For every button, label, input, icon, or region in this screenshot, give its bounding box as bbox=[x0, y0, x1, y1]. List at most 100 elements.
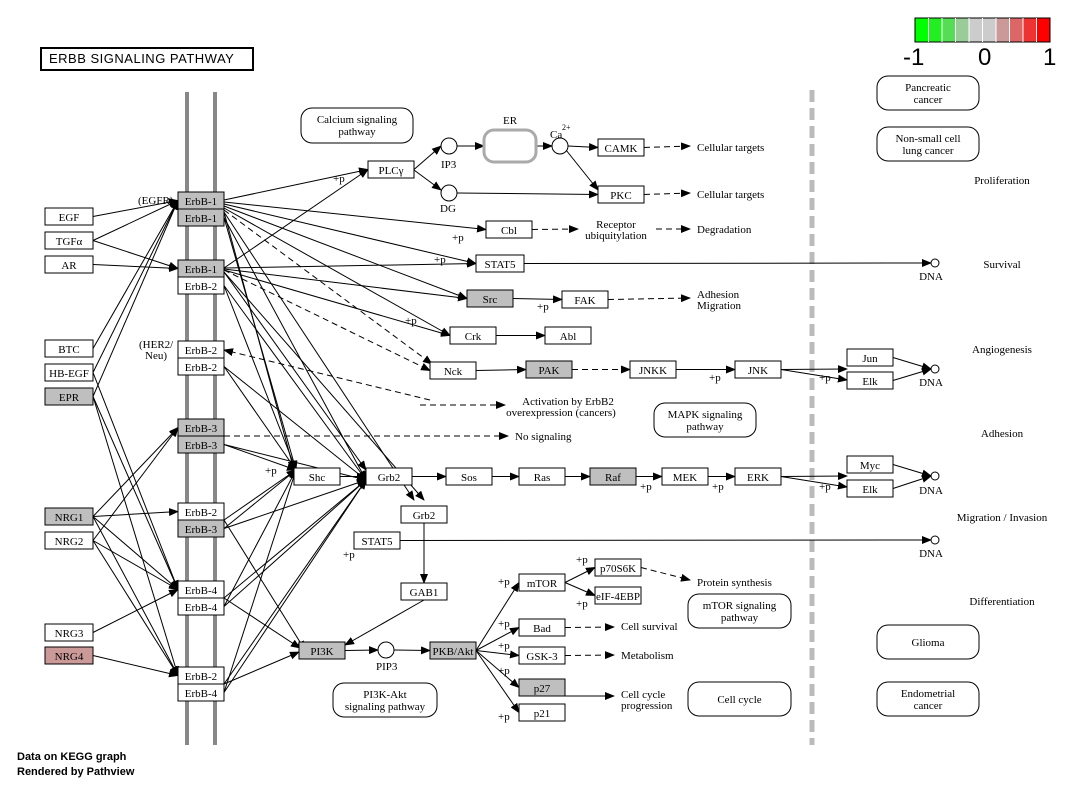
gene-node-PKB[interactable]: PKB/Akt bbox=[429, 641, 477, 660]
edge bbox=[92, 372, 179, 591]
gene-node-Abl[interactable]: Abl bbox=[544, 326, 592, 345]
outcome-label: Proliferation bbox=[974, 175, 1030, 187]
gene-node-TGFa[interactable]: TGFα bbox=[44, 231, 94, 250]
gene-node-Grb2a[interactable]: Grb2 bbox=[365, 467, 413, 486]
gene-node-eIF4EBP[interactable]: eIF-4EBP bbox=[594, 586, 642, 605]
gene-label: NRG1 bbox=[55, 512, 84, 524]
gene-node-R22a[interactable]: ErbB-2 bbox=[177, 340, 225, 359]
phosphorylation-label: +p bbox=[498, 665, 510, 677]
edge bbox=[223, 201, 487, 233]
gene-node-PAK[interactable]: PAK bbox=[525, 360, 573, 379]
legend-mid-label: 0 bbox=[978, 44, 992, 71]
gene-node-R12a[interactable]: ErbB-1 bbox=[177, 259, 225, 278]
gene-node-PKC[interactable]: PKC bbox=[597, 185, 645, 204]
gene-node-Myc[interactable]: Myc bbox=[846, 455, 894, 474]
gene-node-R12b[interactable]: ErbB-2 bbox=[177, 276, 225, 295]
edge bbox=[223, 209, 433, 365]
gene-label: Grb2 bbox=[378, 472, 401, 484]
gene-node-mTOR[interactable]: mTOR bbox=[518, 573, 566, 592]
edge bbox=[223, 366, 297, 471]
pathway-label: MAPK signaling bbox=[668, 409, 743, 421]
gene-node-Src[interactable]: Src bbox=[466, 289, 514, 308]
gene-node-JNKK[interactable]: JNKK bbox=[629, 360, 677, 379]
gene-node-Elk1[interactable]: Elk bbox=[846, 371, 894, 390]
gene-box bbox=[44, 387, 94, 406]
gene-node-Elk2[interactable]: Elk bbox=[846, 479, 894, 498]
gene-node-R23b[interactable]: ErbB-3 bbox=[177, 519, 225, 538]
edge bbox=[393, 646, 431, 655]
gene-node-EGF[interactable]: EGF bbox=[44, 207, 94, 226]
gene-label: ErbB-4 bbox=[185, 585, 218, 597]
gene-box bbox=[177, 208, 225, 227]
gene-node-GSK3[interactable]: GSK-3 bbox=[518, 646, 566, 665]
gene-node-STAT5a[interactable]: STAT5 bbox=[475, 254, 525, 273]
gene-node-Sos[interactable]: Sos bbox=[445, 467, 493, 486]
gene-node-HBEGF[interactable]: HB-EGF bbox=[44, 363, 94, 382]
gene-node-p70S6K[interactable]: p70S6K bbox=[594, 558, 642, 577]
gene-node-EPR[interactable]: EPR bbox=[44, 387, 94, 406]
gene-node-NRG4[interactable]: NRG4 bbox=[44, 646, 94, 665]
phosphorylation-label: +p bbox=[333, 173, 345, 185]
gene-node-CAMK[interactable]: CAMK bbox=[597, 138, 645, 157]
pathway-box bbox=[687, 593, 792, 629]
gene-node-NRG3[interactable]: NRG3 bbox=[44, 623, 94, 642]
pathway-label: lung cancer bbox=[903, 145, 954, 157]
edge bbox=[643, 142, 691, 151]
gene-node-R44b[interactable]: ErbB-4 bbox=[177, 597, 225, 616]
ubiquitylation-label: ubiquitylation bbox=[585, 230, 647, 242]
gene-node-NRG2[interactable]: NRG2 bbox=[44, 531, 94, 550]
gene-node-AR[interactable]: AR bbox=[44, 255, 94, 274]
gene-node-Raf[interactable]: Raf bbox=[589, 467, 637, 486]
gene-node-R23a[interactable]: ErbB-2 bbox=[177, 502, 225, 521]
gene-box bbox=[298, 641, 346, 660]
pathway-cellcycle[interactable]: Cell cycle bbox=[687, 681, 792, 717]
gene-box bbox=[400, 505, 448, 524]
gene-label: Src bbox=[483, 294, 498, 306]
gene-node-p21[interactable]: p21 bbox=[518, 703, 566, 722]
gene-node-PI3K[interactable]: PI3K bbox=[298, 641, 346, 660]
gene-node-Cbl[interactable]: Cbl bbox=[485, 220, 533, 239]
gene-label: Sos bbox=[461, 472, 477, 484]
pathway-box bbox=[653, 402, 757, 438]
gene-node-R11b[interactable]: ErbB-1 bbox=[177, 208, 225, 227]
gene-node-R33b[interactable]: ErbB-3 bbox=[177, 435, 225, 454]
gene-node-Nck[interactable]: Nck bbox=[429, 361, 477, 380]
gene-node-JNK[interactable]: JNK bbox=[734, 360, 782, 379]
gene-node-PLCy[interactable]: PLCγ bbox=[367, 160, 415, 179]
gene-node-BTC[interactable]: BTC bbox=[44, 339, 94, 358]
gene-node-Jun[interactable]: Jun bbox=[846, 348, 894, 367]
gene-box bbox=[466, 289, 514, 308]
pathway-glioma[interactable]: Glioma bbox=[876, 624, 980, 660]
edge bbox=[92, 540, 179, 590]
gene-label: p70S6K bbox=[600, 563, 636, 575]
gene-node-p27[interactable]: p27 bbox=[518, 678, 566, 697]
gene-label: JNKK bbox=[639, 365, 667, 377]
gene-node-R44a[interactable]: ErbB-4 bbox=[177, 580, 225, 599]
gene-node-Bad[interactable]: Bad bbox=[518, 618, 566, 637]
gene-box bbox=[629, 360, 677, 379]
gene-node-NRG1[interactable]: NRG1 bbox=[44, 507, 94, 526]
gene-node-R24b[interactable]: ErbB-4 bbox=[177, 683, 225, 702]
gene-node-FAK[interactable]: FAK bbox=[561, 290, 609, 309]
gene-node-STAT5b[interactable]: STAT5 bbox=[353, 531, 401, 550]
compounds bbox=[377, 128, 940, 659]
gene-node-R24a[interactable]: ErbB-2 bbox=[177, 666, 225, 685]
edge bbox=[399, 536, 932, 545]
gene-node-Ras[interactable]: Ras bbox=[518, 467, 566, 486]
gene-node-Crk[interactable]: Crk bbox=[449, 326, 497, 345]
gene-node-Shc[interactable]: Shc bbox=[293, 467, 341, 486]
gene-node-R22b[interactable]: ErbB-2 bbox=[177, 357, 225, 376]
gene-node-GAB1[interactable]: GAB1 bbox=[400, 582, 448, 601]
gene-node-MEK[interactable]: MEK bbox=[661, 467, 709, 486]
gene-node-R33a[interactable]: ErbB-3 bbox=[177, 418, 225, 437]
gene-node-Grb2b[interactable]: Grb2 bbox=[400, 505, 448, 524]
gene-node-ERK[interactable]: ERK bbox=[734, 467, 782, 486]
gene-node-R11a[interactable]: ErbB-1 bbox=[177, 191, 225, 210]
